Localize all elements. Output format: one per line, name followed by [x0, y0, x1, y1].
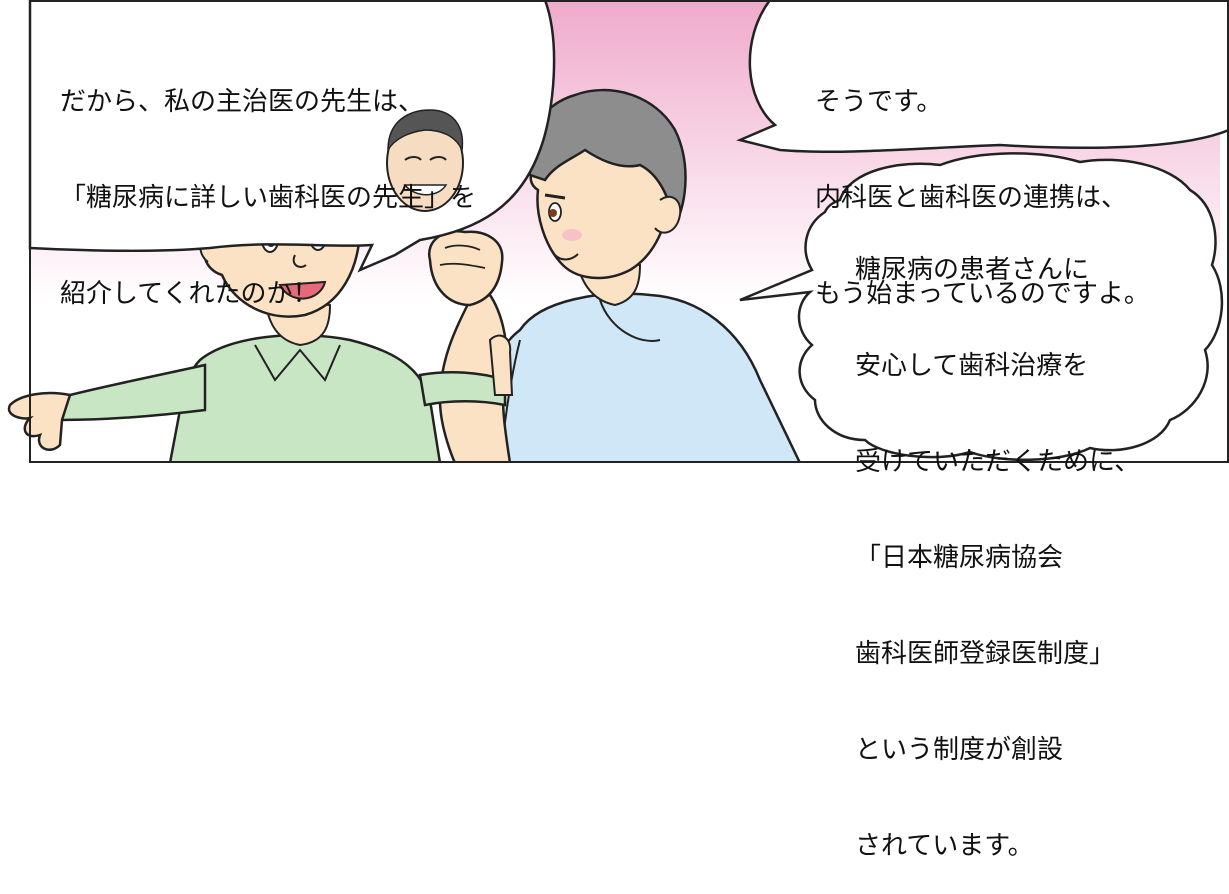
dentist-hair	[526, 88, 687, 229]
dentist-bottom-line-2: 安心して歯科治療を	[855, 351, 1089, 381]
elder-doctor-face	[386, 109, 464, 212]
dentist-top-speech-text: そうです。 内科医と歯科医の連携は、 もう始まっているのですよ。	[815, 22, 1150, 342]
dentist-bottom-line-5: 歯科医師登録医制度」	[855, 639, 1116, 669]
dentist-speech-bubble-top	[736, 0, 1229, 153]
patient-line-2: 「糖尿病に詳しい歯科医の先生」を	[60, 183, 477, 213]
patient-line-3: 紹介してくれたのか！	[60, 279, 319, 309]
dentist-top-line-2: 内科医と歯科医の連携は、	[815, 183, 1128, 213]
dentist-bottom-line-7: されています。	[855, 831, 1034, 861]
comic-panel: だから、私の主治医の先生は、 「糖尿病に詳しい歯科医の先生」を 紹介してくれたの…	[7, 0, 1229, 861]
dentist-bottom-speech-text: 糖尿病の患者さんに 安心して歯科治療を 受けていただくために、 「日本糖尿病協会…	[855, 190, 1140, 894]
dentist-bottom-line-3: 受けていただくために、	[855, 447, 1141, 477]
patient-line-1: だから、私の主治医の先生は、	[60, 87, 425, 117]
panel-frame	[29, 0, 1229, 463]
dentist-bottom-line-1: 糖尿病の患者さんに	[855, 255, 1090, 285]
comic-scene	[7, 0, 1229, 463]
patient-speech-text: だから、私の主治医の先生は、 「糖尿病に詳しい歯科医の先生」を 紹介してくれたの…	[60, 22, 476, 342]
patient-right-arm	[418, 371, 507, 407]
dentist-speech-bubble-bottom	[739, 152, 1224, 461]
dentist-bottom-line-6: という制度が創設	[855, 735, 1064, 765]
dentist-top-line-1: そうです。	[815, 87, 943, 117]
dentist-top-line-3: もう始まっているのですよ。	[815, 279, 1150, 309]
dentist-bottom-line-4: 「日本糖尿病協会	[855, 543, 1064, 573]
